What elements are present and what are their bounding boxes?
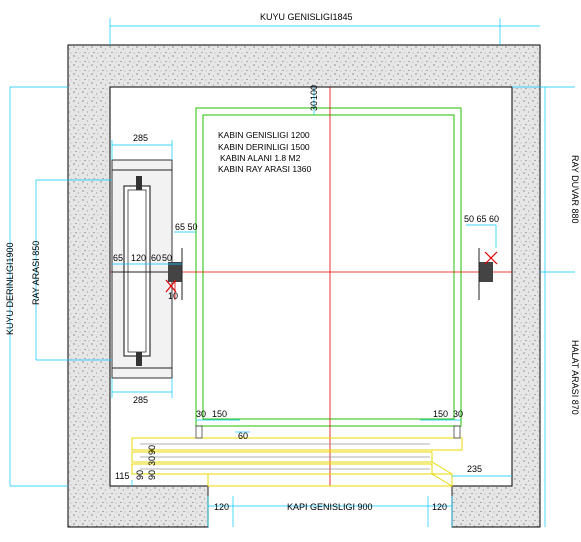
sill-90b: 90	[147, 470, 157, 480]
sill-90c: 90	[135, 470, 145, 480]
cabin-note-1: KABIN GENISLIGI 1200	[218, 130, 310, 140]
door-left-120: 120	[214, 502, 229, 512]
bottom-right-30: 30	[453, 409, 463, 419]
door-width-label: KAPI GENISLIGI 900	[287, 502, 373, 512]
rail-distance-label: RAY ARASI 850	[31, 241, 41, 305]
right-50-65-60: 50 65 60	[464, 214, 499, 224]
shaft-depth-label: KUYU DERINLIGI1900	[5, 242, 15, 335]
door-panel	[207, 473, 453, 487]
bottom-left-30: 30	[196, 409, 206, 419]
cw-top-width: 285	[133, 133, 148, 143]
counterweight-frame	[111, 159, 173, 379]
right-rail	[478, 248, 498, 300]
sill-115: 115	[115, 471, 129, 481]
cabin-note-4: KABIN RAY ARASI 1360	[218, 164, 312, 174]
dimension-lines	[9, 18, 575, 527]
cabin-note-3: KABIN ALANI 1.8 M2	[220, 153, 301, 163]
sill-60: 60	[238, 431, 248, 441]
rail-10: 10	[168, 291, 178, 301]
top-gap-100: 100	[309, 85, 319, 100]
sill-30: 30	[147, 456, 157, 466]
rail-120: 120	[131, 253, 146, 263]
cabin-note-2: KABIN DERINLIGI 1500	[218, 142, 310, 152]
rail-60: 60	[151, 253, 161, 263]
cabin-outer	[195, 107, 462, 427]
rail-65: 65	[113, 253, 123, 263]
halat-arasi-label: HALAT ARASI 870	[570, 340, 580, 415]
rail-50: 50	[162, 253, 172, 263]
sill-235: 235	[467, 464, 482, 474]
rail-wall-label: RAY DUVAR 880	[570, 155, 580, 224]
shaft-width-label: KUYU GENISLIGI1845	[260, 12, 353, 22]
dimension-labels: KUYU GENISLIGI1845 KUYU DERINLIGI1900 RA…	[5, 12, 580, 512]
bottom-left-150: 150	[212, 409, 227, 419]
sill-mid	[131, 451, 433, 463]
top-gap-30: 30	[309, 101, 319, 111]
sill-top	[131, 437, 463, 451]
cabin-notes: KABIN GENISLIGI 1200 KABIN DERINLIGI 150…	[218, 130, 312, 174]
cabin-inner	[202, 114, 455, 420]
door-right-120: 120	[432, 502, 447, 512]
cabin-outline	[195, 107, 462, 427]
bottom-right-150: 150	[433, 409, 448, 419]
left-rail	[165, 248, 183, 300]
door-sill-assembly	[131, 425, 463, 487]
cw-bottom-width: 285	[133, 395, 148, 405]
left-65-50: 65 50	[175, 222, 198, 232]
sill-90: 90	[147, 445, 157, 455]
